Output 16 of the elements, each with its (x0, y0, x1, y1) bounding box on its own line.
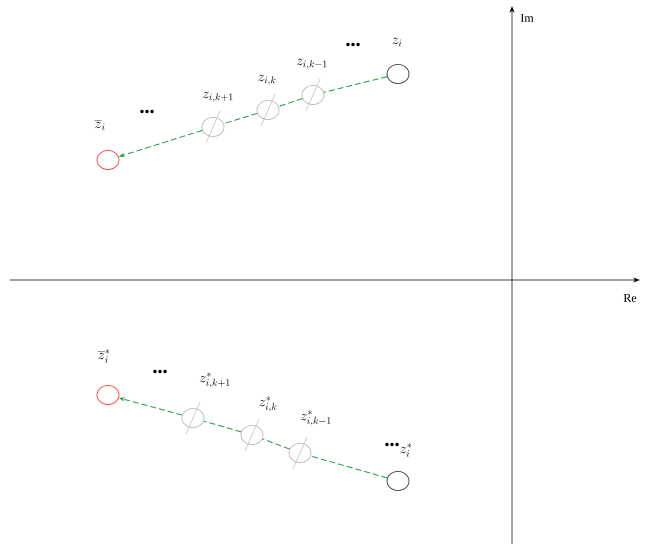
point-label: $\overline{z}_{i}$ (94, 120, 105, 130)
axis-label: Re (624, 294, 636, 302)
ellipsis-dots: ••• (153, 370, 167, 374)
point-label: $z_{i,k}$ (258, 74, 276, 86)
axis-label: Im (520, 14, 534, 22)
ellipsis-dots: ••• (385, 442, 399, 446)
point-label: $z_{i}$ (392, 38, 402, 46)
point-label: $z_{i,k-1}$ (296, 58, 326, 70)
ellipsis-dots: ••• (346, 42, 360, 46)
ellipsis-dots: ••• (140, 110, 154, 114)
point-label: $z_{i,k-1}^{*}$ (300, 410, 330, 426)
point-label: $z_{i,k}^{*}$ (259, 396, 276, 412)
point-label: $z_{i,k+1}^{*}$ (200, 372, 230, 388)
point-label: $\overline{z}_{i}^{*}$ (98, 349, 110, 363)
point-label: $z_{i,k+1}$ (202, 92, 232, 102)
point-label: $z_{i}^{*}$ (400, 443, 412, 457)
